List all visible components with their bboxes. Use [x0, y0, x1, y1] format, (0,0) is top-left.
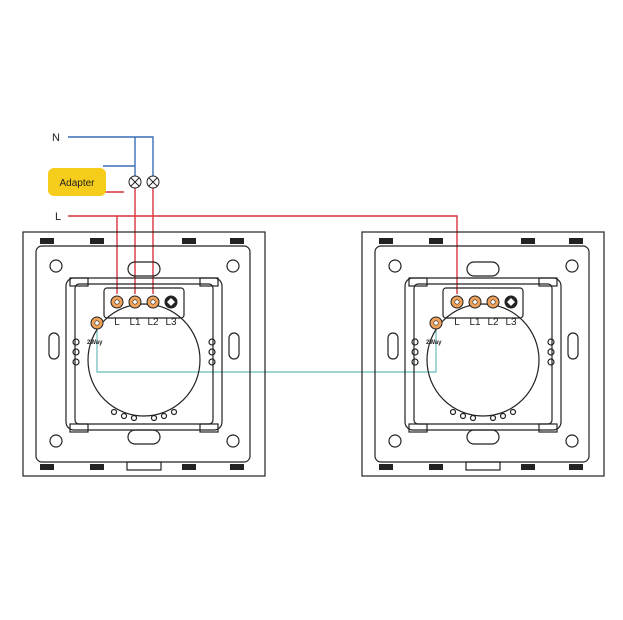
two-way-label-right: 2Way [426, 340, 442, 346]
blank-terminal-icon [504, 295, 518, 309]
live-label: L [55, 211, 61, 223]
two-way-label-left: 2Way [87, 340, 103, 346]
blank-terminal-icon [164, 295, 178, 309]
right-terminal-block: L L1 L2 L3 2Way [426, 295, 518, 346]
terminal-label-l3: L3 [505, 317, 517, 328]
terminal-label-l1: L1 [469, 317, 481, 328]
two-way-link-wire [96, 330, 437, 373]
terminal-label-l1: L1 [129, 317, 141, 328]
left-switch-frame [22, 231, 266, 477]
screw-terminal-icon [450, 295, 464, 309]
right-switch [361, 231, 605, 477]
screw-terminal-icon [468, 295, 482, 309]
adapter: Adapter [48, 168, 106, 196]
lamp-icon [146, 175, 160, 189]
screw-terminal-icon [486, 295, 500, 309]
terminal-label-l: L [454, 317, 460, 328]
screw-terminal-icon [90, 316, 104, 330]
neutral-main-wire [68, 136, 154, 176]
live-main-wire [68, 215, 458, 294]
neutral-label: N [52, 132, 60, 144]
screw-terminal-icon [128, 295, 142, 309]
terminal-label-l2: L2 [487, 317, 499, 328]
left-switch [22, 231, 266, 477]
screw-terminal-icon [429, 316, 443, 330]
adapter-label: Adapter [59, 178, 95, 189]
left-terminal-block: L L1 L2 L3 2Way [87, 295, 178, 346]
terminal-label-l: L [114, 317, 120, 328]
screw-terminal-icon [110, 295, 124, 309]
terminal-label-l3: L3 [165, 317, 177, 328]
lamp-icon [128, 175, 142, 189]
terminal-label-l2: L2 [147, 317, 159, 328]
neutral-wires [68, 136, 154, 176]
screw-terminal-icon [146, 295, 160, 309]
right-switch-frame [361, 231, 605, 477]
live-wires [68, 188, 458, 294]
